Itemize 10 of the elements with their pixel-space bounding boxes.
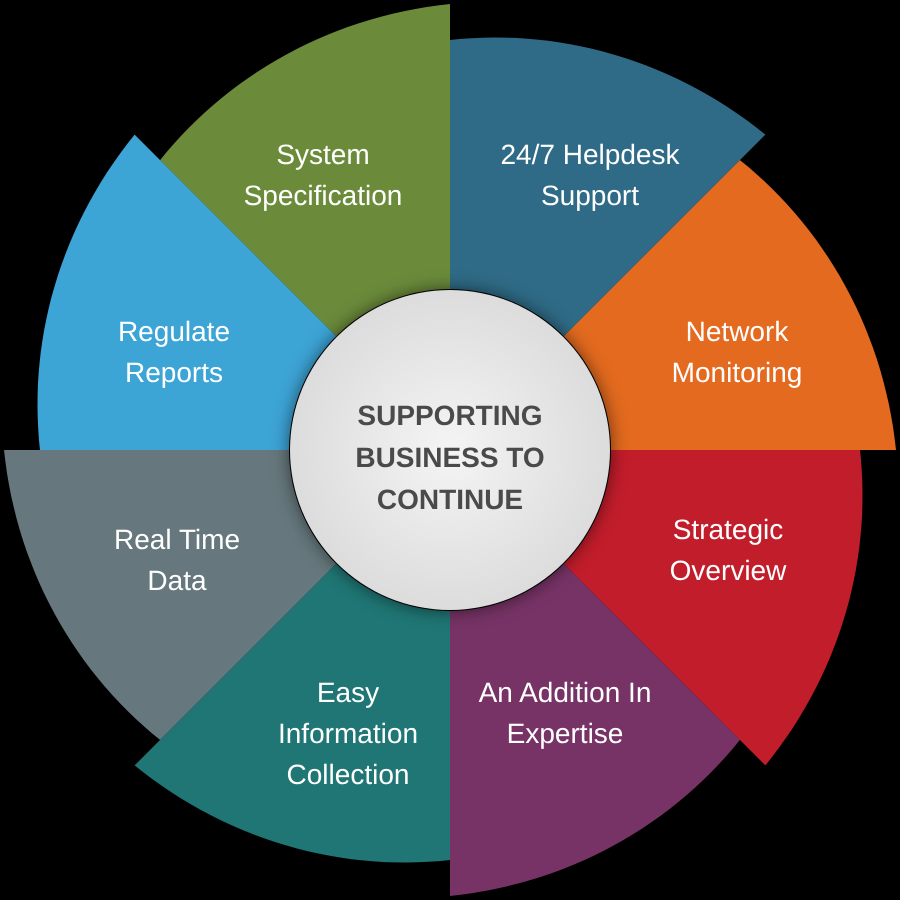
segment-label: Easy Information Collection — [276, 676, 420, 792]
segment-label: 24/7 Helpdesk Support — [499, 138, 680, 213]
segment-label: System Specification — [242, 138, 404, 213]
center-title: SUPPORTING BUSINESS TO CONTINUE — [354, 399, 546, 517]
wedge-segment — [134, 564, 450, 862]
segment-label: Strategic Overview — [668, 513, 788, 588]
segment-label: Real Time Data — [112, 523, 242, 598]
segment-label: An Addition In Expertise — [478, 676, 652, 751]
segment-label: Network Monitoring — [670, 315, 804, 390]
segment-label: Regulate Reports — [116, 315, 232, 390]
